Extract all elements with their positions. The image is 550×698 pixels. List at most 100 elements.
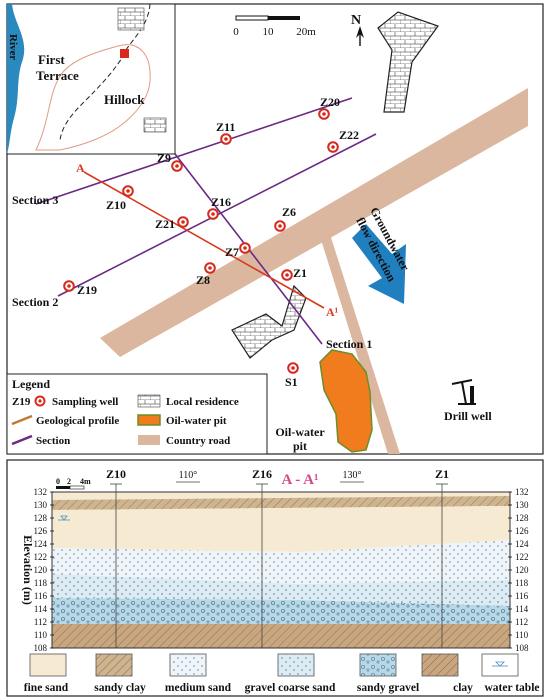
well-marker-dot <box>243 246 247 250</box>
section-2-label: Section 2 <box>12 295 58 309</box>
well-marker-dot <box>211 212 215 216</box>
section-1-label: Section 1 <box>326 337 372 351</box>
drill-well-icon <box>451 379 476 405</box>
y-tick-left-124: 124 <box>34 539 48 549</box>
inset-river-label: River <box>7 34 19 60</box>
pit-label-2: pit <box>293 439 307 453</box>
y-tick-right-108: 108 <box>515 643 529 653</box>
legend-pit-icon <box>137 414 161 426</box>
y-tick-right-112: 112 <box>515 617 528 627</box>
y-tick-left-128: 128 <box>34 513 48 523</box>
profile-angle-110: 110° <box>179 470 198 481</box>
y-tick-left-108: 108 <box>34 643 48 653</box>
profile-scale-0: 0 <box>56 477 60 486</box>
well-label-z11: Z11 <box>216 120 235 134</box>
profile-well-z16: Z16 <box>252 467 272 481</box>
scale-label-10: 10 <box>263 26 275 38</box>
y-tick-right-120: 120 <box>515 565 529 575</box>
well-label-z21: Z21 <box>155 217 175 231</box>
legend-section: Section <box>36 435 70 447</box>
scale-label-20m: 20m <box>296 26 316 38</box>
inset-site-marker <box>120 49 129 58</box>
profile-y-axis-label: Elevation (m) <box>21 535 35 605</box>
y-tick-right-132: 132 <box>515 487 529 497</box>
profile-scale-bar: 0 2 4m <box>56 477 91 490</box>
profile-legend-label-2: medium sand <box>165 682 232 694</box>
profile-legend-label-1: sandy clay <box>94 682 146 694</box>
terrace-boundary <box>35 44 151 151</box>
profile-legend-label-5: clay <box>453 682 473 694</box>
map-legend: Legend Z19 Sampling well Local residence… <box>6 373 268 455</box>
legend-profile-icon <box>11 414 33 426</box>
profile-scale-2: 2 <box>67 477 71 486</box>
river-shape <box>7 4 25 154</box>
inset-hillock-label: Hillock <box>104 92 145 107</box>
legend-country-road: Country road <box>166 435 230 447</box>
profile-well-z1: Z1 <box>435 467 449 481</box>
well-label-s1: S1 <box>285 375 298 389</box>
legend-swatch-0 <box>29 653 67 677</box>
y-tick-left-118: 118 <box>34 578 48 588</box>
residence-north <box>377 11 439 113</box>
profile-legend-label-3: gravel coarse sand <box>245 682 336 694</box>
legend-local-residence: Local residence <box>166 396 239 408</box>
inset-map: River First Terrace Hillock <box>6 3 176 155</box>
well-marker-dot <box>322 112 326 116</box>
side-road <box>318 228 400 454</box>
oil-water-pit <box>319 349 373 453</box>
y-tick-left-120: 120 <box>34 565 48 575</box>
well-marker-dot <box>224 137 228 141</box>
well-marker-dot <box>285 273 289 277</box>
profile-label-a1: A¹ <box>326 305 339 319</box>
y-tick-left-110: 110 <box>34 630 48 640</box>
north-label: N <box>351 13 361 28</box>
y-tick-right-114: 114 <box>515 604 529 614</box>
legend-residence-icon <box>137 394 161 408</box>
y-tick-right-122: 122 <box>515 552 529 562</box>
well-label-z9: Z9 <box>157 151 171 165</box>
well-label-z6: Z6 <box>282 205 296 219</box>
profile-angle-130: 130° <box>343 470 362 481</box>
profile-well-z10: Z10 <box>106 467 126 481</box>
well-label-z22: Z22 <box>339 128 359 142</box>
well-label-z8: Z8 <box>196 273 210 287</box>
legend-swatch-6 <box>481 653 519 677</box>
legend-oil-water-pit: Oil-water pit <box>166 415 227 427</box>
drill-well-label: Drill well <box>444 409 492 423</box>
inset-path <box>59 3 151 141</box>
scale-label-0: 0 <box>233 26 239 38</box>
y-tick-left-114: 114 <box>34 604 48 614</box>
y-tick-right-124: 124 <box>515 539 529 549</box>
inset-terrace-line2: Terrace <box>36 68 79 83</box>
map-scale-bar: 0 10 20m <box>233 15 316 38</box>
y-tick-right-130: 130 <box>515 500 529 510</box>
legend-geological-profile: Geological profile <box>36 415 119 427</box>
groundwater-arrow <box>352 224 406 304</box>
profile-wells <box>110 483 448 648</box>
profile-legend-label-4: sandy gravel <box>357 682 419 694</box>
well-marker-dot <box>331 145 335 149</box>
well-label-z1: Z1 <box>293 266 307 280</box>
well-marker-dot <box>278 224 282 228</box>
legend-road-icon <box>138 435 160 445</box>
y-tick-left-126: 126 <box>34 526 48 536</box>
y-tick-left-112: 112 <box>34 617 47 627</box>
profile-label-a: A <box>76 161 85 175</box>
legend-well-key: Z19 <box>12 396 31 408</box>
section-3-label: Section 3 <box>12 193 58 207</box>
y-tick-right-110: 110 <box>515 630 529 640</box>
country-road <box>100 88 528 357</box>
y-tick-right-126: 126 <box>515 526 529 536</box>
profile-scale-4m: 4m <box>80 477 91 486</box>
well-label-z19: Z19 <box>77 283 97 297</box>
well-label-z10: Z10 <box>106 198 126 212</box>
well-marker-dot <box>67 284 71 288</box>
well-label-z20: Z20 <box>320 95 340 109</box>
well-marker-dot <box>181 220 185 224</box>
well-marker-dot <box>208 266 212 270</box>
y-tick-right-118: 118 <box>515 578 529 588</box>
y-tick-left-130: 130 <box>34 500 48 510</box>
